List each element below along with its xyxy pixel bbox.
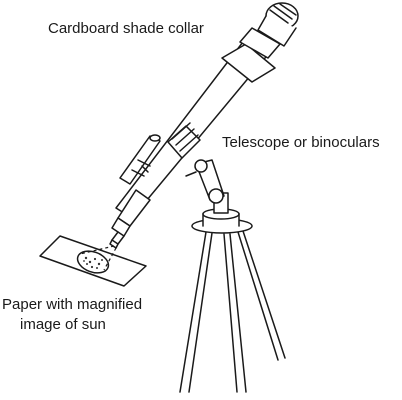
label-paper-line-2: image of sun xyxy=(20,316,106,333)
mount xyxy=(185,159,225,204)
sunspots xyxy=(83,256,103,269)
label-paper-line-1: Paper with magnified xyxy=(2,296,143,313)
label-telescope-or-binoculars: Telescope or binoculars xyxy=(222,134,380,151)
telescope-tube xyxy=(109,2,299,249)
tripod xyxy=(179,192,286,393)
light-cone xyxy=(79,245,117,271)
finder-scope xyxy=(119,134,161,185)
sun-image xyxy=(76,250,110,274)
label-cardboard-shade-collar: Cardboard shade collar xyxy=(48,20,204,37)
